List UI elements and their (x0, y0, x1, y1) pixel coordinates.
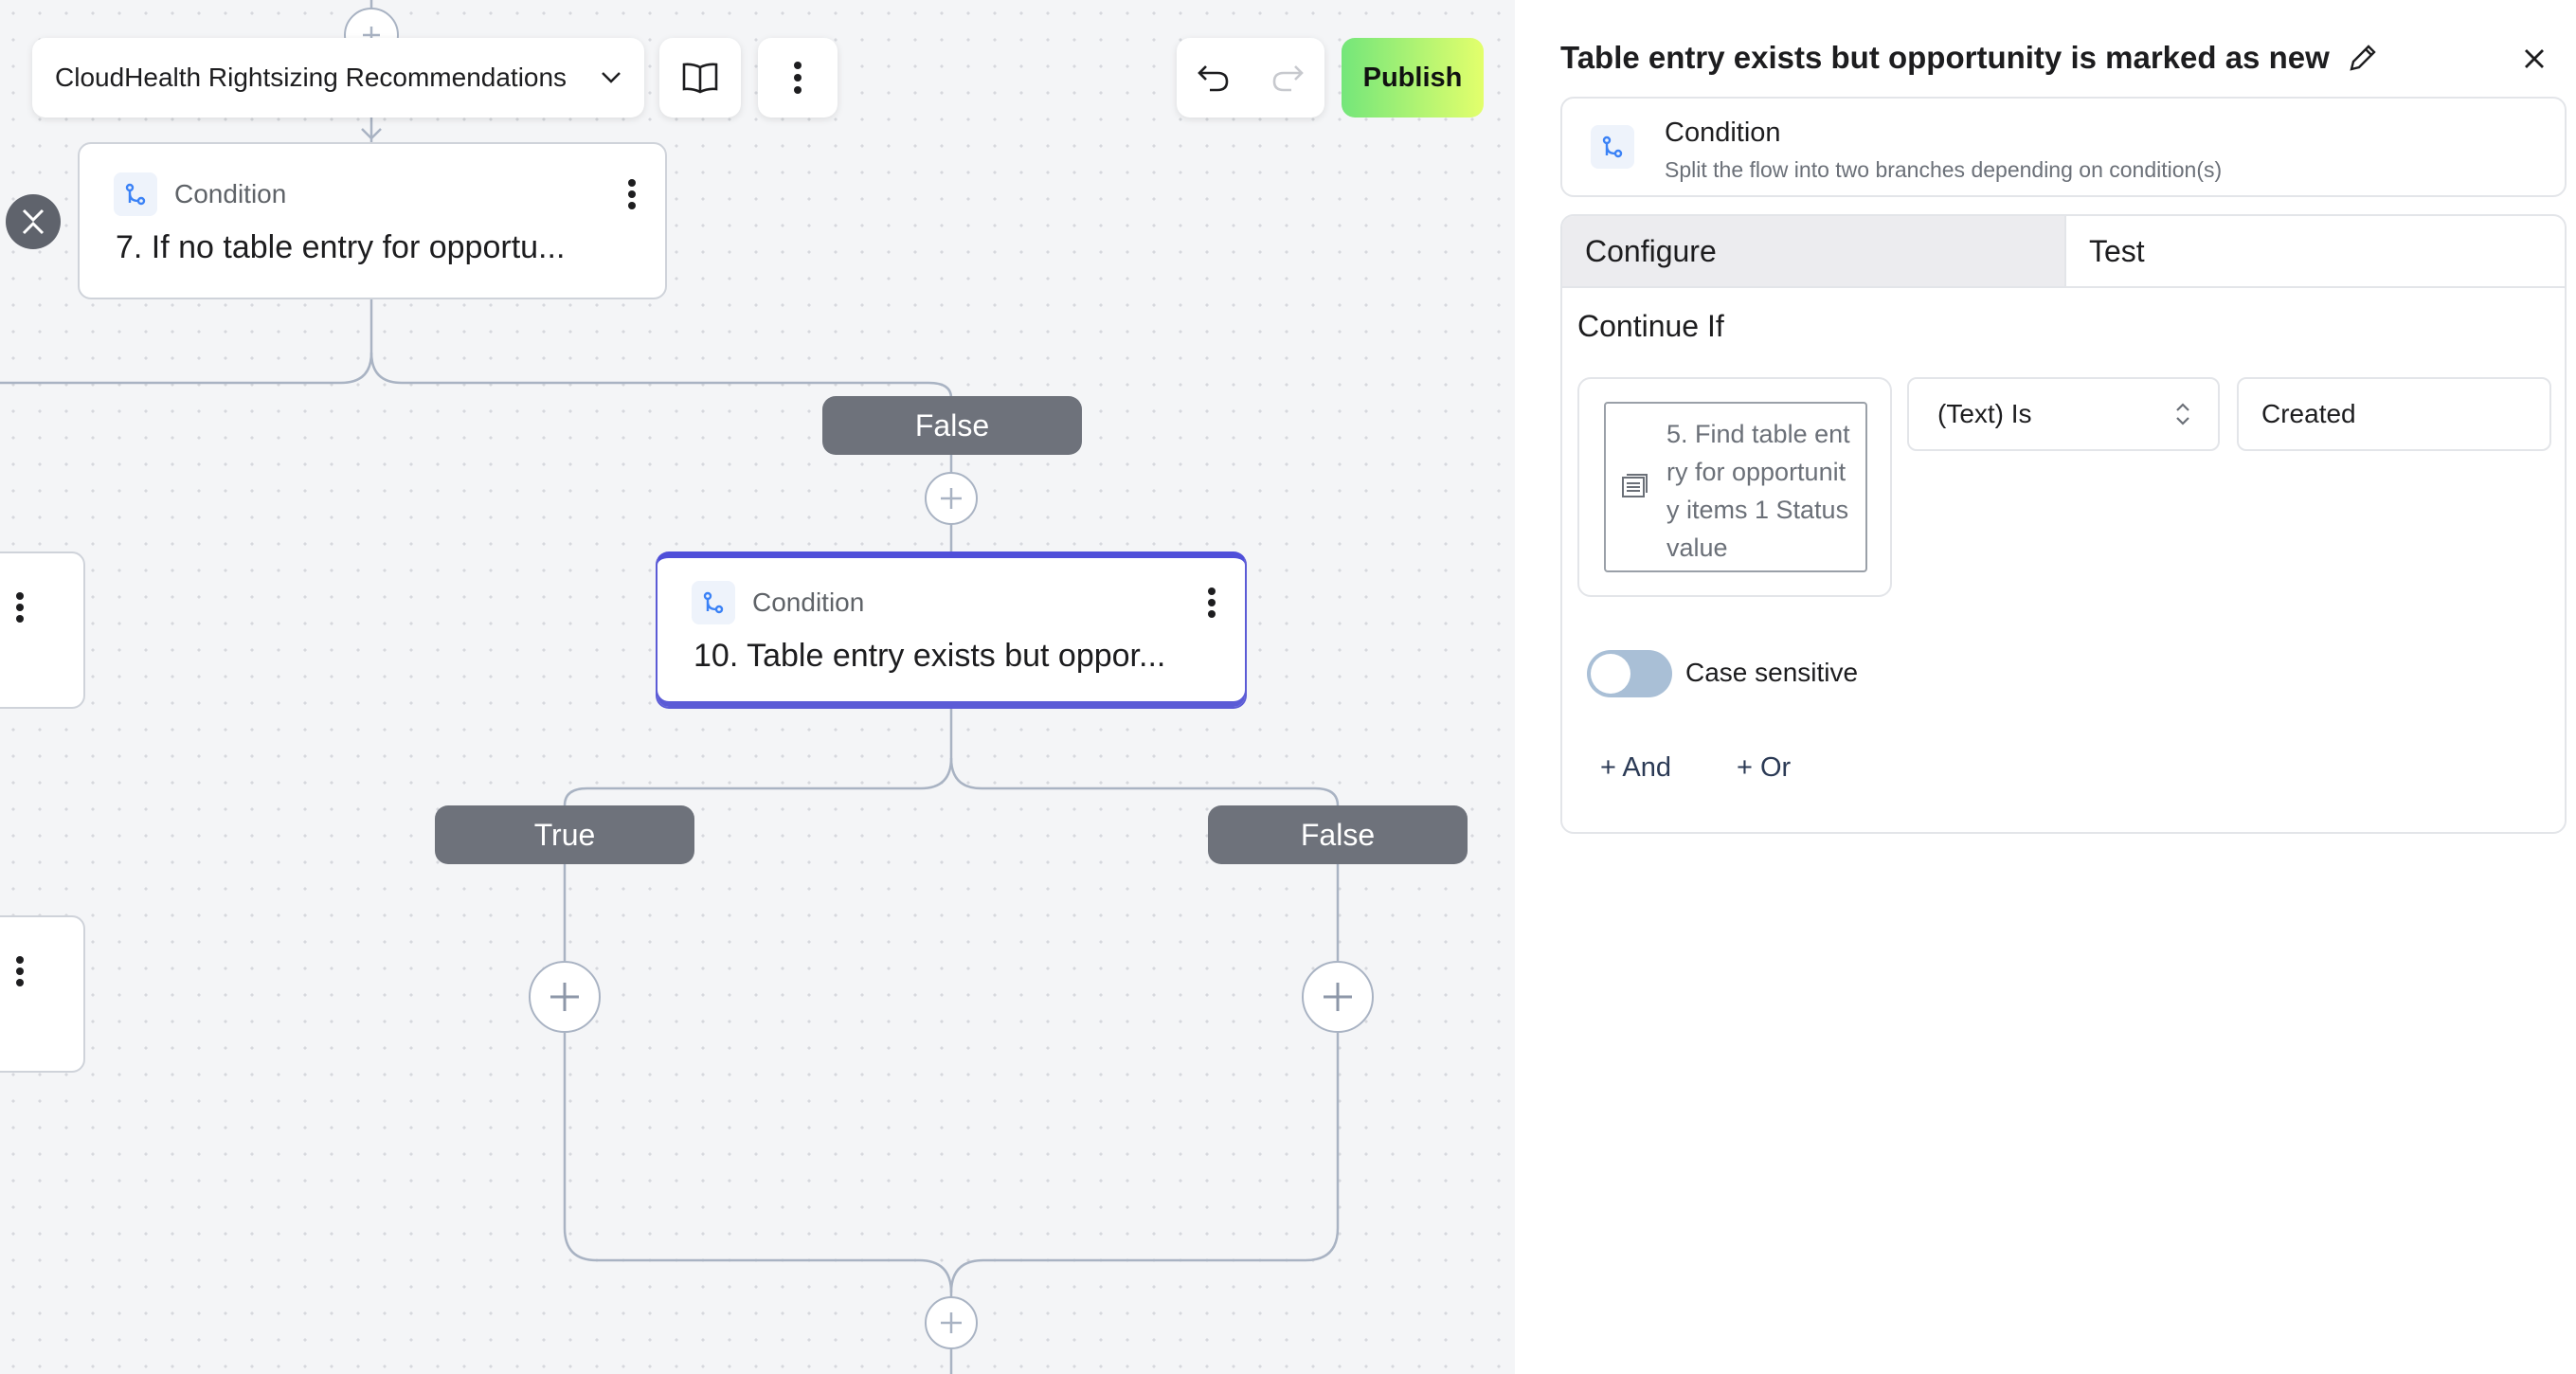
first-value-input[interactable]: 5. Find table entry for opportunity item… (1604, 402, 1867, 572)
step-info-card: Condition Split the flow into two branch… (1560, 97, 2567, 197)
branch-icon (114, 172, 157, 216)
docs-button[interactable] (659, 38, 741, 118)
add-step-button[interactable] (925, 472, 978, 525)
flow-step-partial[interactable] (0, 915, 85, 1073)
first-value-text: 5. Find table entry for opportunity item… (1666, 420, 1850, 562)
add-and-button[interactable]: + And (1600, 752, 1671, 783)
flow-connectors (0, 0, 1340, 1374)
operator-select[interactable]: (Text) Is (1907, 377, 2220, 451)
panel-title-text: Table entry exists but opportunity is ma… (1560, 40, 2330, 75)
tab-configure[interactable]: Configure (1562, 216, 2064, 286)
branch-icon (1591, 125, 1634, 169)
pencil-icon[interactable] (2347, 42, 2379, 74)
flow-name-dropdown[interactable]: CloudHealth Rightsizing Recommendations (32, 38, 644, 118)
panel-title[interactable]: Table entry exists but opportunity is ma… (1560, 40, 2379, 76)
add-step-false-button[interactable] (1302, 961, 1374, 1033)
flow-name-label: CloudHealth Rightsizing Recommendations (55, 63, 567, 92)
undo-icon (1198, 65, 1229, 92)
collapse-branch-button[interactable] (6, 194, 61, 249)
step-menu-icon[interactable] (15, 955, 25, 987)
data-reference-icon (1622, 474, 1648, 497)
flow-step-partial[interactable] (0, 551, 85, 709)
add-or-button[interactable]: + Or (1737, 752, 1792, 783)
step-type-label: Condition (752, 588, 865, 617)
undo-button[interactable] (1177, 38, 1251, 118)
more-vertical-icon (794, 62, 802, 94)
step-title: 10. Table entry exists but oppor... (694, 638, 1166, 674)
plus-icon (941, 1312, 962, 1333)
second-value-input[interactable]: Created (2237, 377, 2551, 451)
branch-label-false: False (1208, 805, 1468, 864)
step-menu-icon[interactable] (15, 591, 25, 624)
plus-icon (550, 983, 579, 1011)
plus-icon (1324, 983, 1352, 1011)
first-value-container: 5. Find table entry for opportunity item… (1577, 377, 1892, 597)
book-icon (682, 63, 718, 94)
step-menu-icon[interactable] (627, 178, 637, 210)
step-title: 7. If no table entry for opportu... (116, 229, 566, 265)
add-step-button[interactable] (925, 1296, 978, 1349)
toggle-knob (1591, 654, 1630, 694)
step-name: Condition (1665, 118, 1781, 148)
step-settings-panel: Table entry exists but opportunity is ma… (1515, 0, 2576, 1374)
operator-value: (Text) Is (1937, 399, 2032, 428)
continue-if-label: Continue If (1577, 309, 1724, 343)
redo-button[interactable] (1251, 38, 1324, 118)
add-step-true-button[interactable] (529, 961, 601, 1033)
close-icon[interactable] (2523, 47, 2546, 70)
flow-step-10[interactable]: Condition 10. Table entry exists but opp… (656, 551, 1247, 709)
publish-button[interactable]: Publish (1342, 38, 1484, 118)
configure-card: Configure Test Continue If 5. Find table… (1560, 214, 2567, 834)
step-menu-icon[interactable] (1207, 587, 1216, 619)
step-description: Split the flow into two branches dependi… (1665, 157, 2223, 182)
chevron-down-icon (602, 72, 621, 83)
more-options-button[interactable] (758, 38, 838, 118)
plus-icon (941, 488, 962, 509)
chevron-up-down-icon (2176, 403, 2189, 425)
case-sensitive-label: Case sensitive (1685, 658, 1859, 687)
redo-icon (1272, 65, 1304, 92)
tab-test[interactable]: Test (2064, 216, 2565, 286)
collapse-icon (22, 208, 45, 235)
tab-bar: Configure Test (1562, 216, 2565, 288)
branch-icon (692, 581, 735, 624)
flow-step-7[interactable]: Condition 7. If no table entry for oppor… (78, 142, 667, 299)
branch-label-false: False (822, 396, 1082, 455)
step-type-label: Condition (174, 179, 287, 208)
flow-canvas[interactable]: CloudHealth Rightsizing Recommendations … (0, 0, 1515, 1374)
undo-redo-group (1177, 38, 1324, 118)
branch-label-true: True (435, 805, 694, 864)
case-sensitive-toggle[interactable] (1587, 650, 1672, 697)
